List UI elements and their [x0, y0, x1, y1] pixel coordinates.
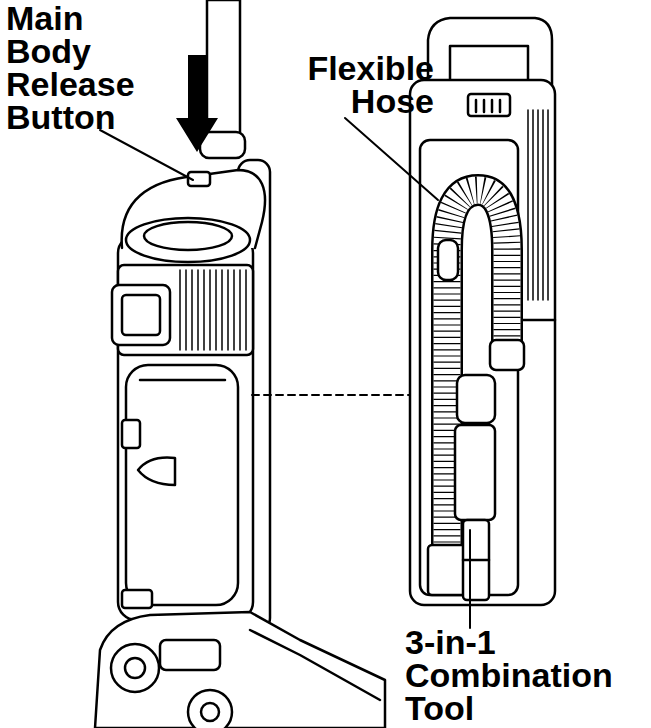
part-label: 3-in-1 Combination Tool [405, 626, 649, 725]
line-art [126, 218, 250, 262]
line-art [239, 270, 241, 350]
line-art [215, 270, 217, 350]
line-art [227, 270, 229, 350]
line-art [138, 458, 175, 486]
line-art [112, 285, 170, 345]
line-art [410, 80, 555, 605]
line-art [233, 270, 235, 350]
line-art [457, 375, 495, 423]
line-art [185, 270, 187, 350]
line-art [126, 365, 238, 605]
part-label: Flexible Hose [272, 52, 434, 118]
line-art [463, 520, 489, 600]
push-arrow [176, 55, 218, 152]
line-art [537, 110, 539, 300]
line-art [532, 110, 534, 300]
line-art [140, 379, 225, 382]
line-art [191, 270, 193, 350]
line-art [201, 703, 219, 721]
line-art [100, 130, 193, 180]
line-art [469, 530, 471, 628]
line-art [520, 319, 555, 322]
line-art [245, 270, 247, 350]
line-art [438, 240, 458, 280]
line-art [209, 270, 211, 350]
line-art [345, 118, 438, 200]
leader-lines [100, 118, 470, 628]
line-art [528, 110, 548, 300]
line-art [527, 110, 529, 300]
dashed-link [252, 394, 410, 396]
line-art [179, 270, 181, 350]
line-art [250, 630, 380, 700]
line-art [542, 110, 544, 300]
line-art [468, 94, 510, 116]
line-art [160, 640, 220, 670]
line-art [221, 270, 223, 350]
line-art [144, 222, 232, 250]
line-art [203, 270, 205, 350]
line-art [111, 644, 159, 692]
line-art [491, 100, 494, 112]
line-art [197, 270, 199, 350]
line-art [428, 545, 466, 595]
line-art [499, 100, 502, 112]
line-art [125, 658, 145, 678]
line-art [547, 110, 549, 300]
line-art [475, 100, 478, 112]
line-art [188, 690, 232, 728]
part-label: Main Body Release Button [6, 2, 156, 134]
line-art [463, 559, 489, 562]
line-art [180, 270, 246, 350]
line-art [95, 612, 385, 728]
line-art [122, 420, 140, 448]
line-art [483, 100, 486, 112]
line-art [490, 340, 524, 370]
upright-vacuum [95, 0, 385, 728]
line-art [122, 590, 152, 608]
line-art [122, 295, 160, 335]
line-art [455, 425, 495, 520]
line-art [176, 55, 218, 152]
